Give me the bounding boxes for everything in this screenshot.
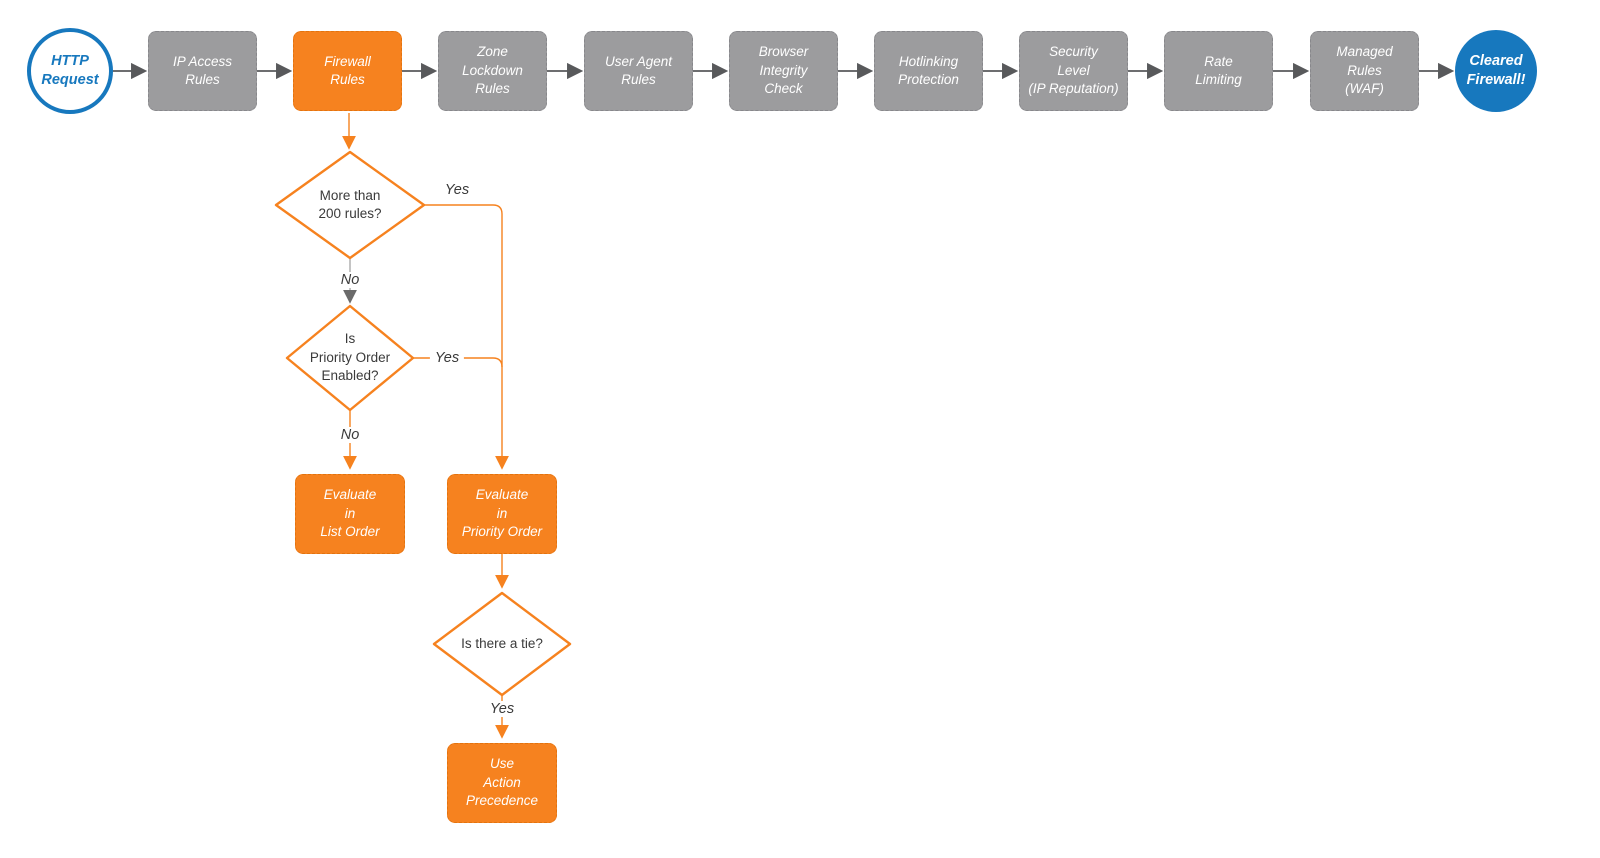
action-evaluate-in-list-order: Evaluate in List Order xyxy=(295,474,405,554)
edge-label-yes-1: Yes xyxy=(439,182,475,198)
action-evaluate-in-priority-order: Evaluate in Priority Order xyxy=(447,474,557,554)
step-zone-lockdown-rules: Zone Lockdown Rules xyxy=(438,31,547,111)
step-user-agent-rules: User Agent Rules xyxy=(584,31,693,111)
step-hotlinking-protection: Hotlinking Protection xyxy=(874,31,983,111)
edge-label-no-2: No xyxy=(335,427,365,443)
edge-label-no-1: No xyxy=(335,272,365,288)
step-security-level-ip-reputation: Security Level (IP Reputation) xyxy=(1019,31,1128,111)
edge-label-yes-3: Yes xyxy=(484,701,520,717)
step-browser-integrity-check: Browser Integrity Check xyxy=(729,31,838,111)
decision-label-priority-order-enabled: Is Priority Order Enabled? xyxy=(309,331,391,384)
action-use-action-precedence: Use Action Precedence xyxy=(447,743,557,823)
step-rate-limiting: Rate Limiting xyxy=(1164,31,1273,111)
edge-label-yes-2: Yes xyxy=(429,350,465,366)
start-node-http-request: HTTP Request xyxy=(27,28,113,114)
decision-label-more-than-200-rules: More than 200 rules? xyxy=(318,187,382,222)
end-node-cleared-firewall: Cleared Firewall! xyxy=(1455,30,1537,112)
decision-label-is-there-a-tie: Is there a tie? xyxy=(461,635,543,651)
step-firewall-rules: Firewall Rules xyxy=(293,31,402,111)
step-managed-rules-waf: Managed Rules (WAF) xyxy=(1310,31,1419,111)
step-ip-access-rules: IP Access Rules xyxy=(148,31,257,111)
arrow-yes-decision-200-to-evaluate-priority xyxy=(424,204,509,470)
